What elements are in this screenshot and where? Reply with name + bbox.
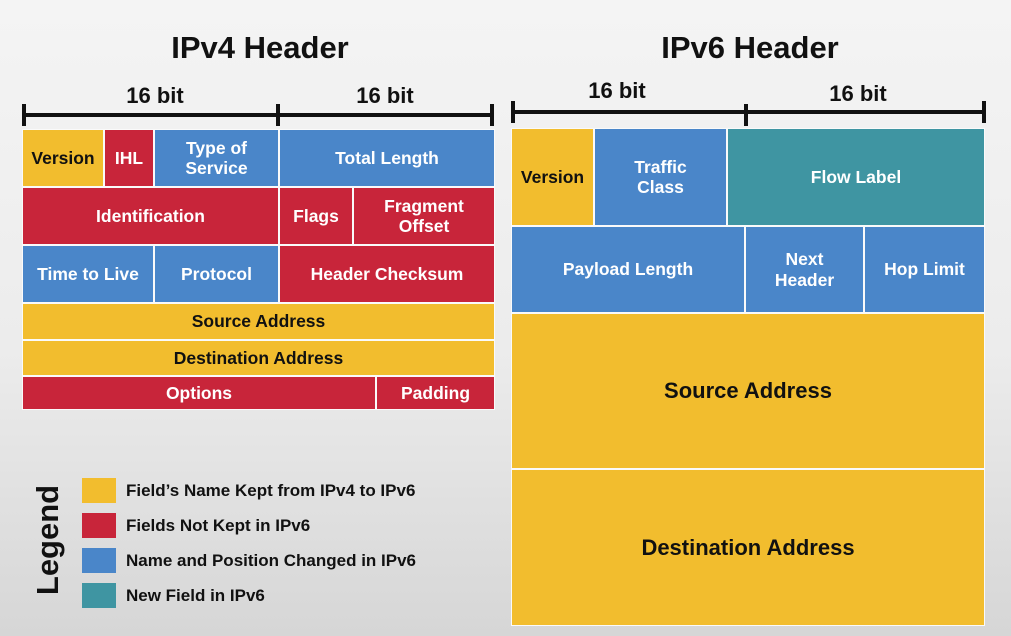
ipv6-field-destination-address: Destination Address xyxy=(511,469,985,626)
ipv6-title: IPv6 Header xyxy=(661,30,839,65)
ipv4-field-time-to-live: Time to Live xyxy=(22,245,154,303)
ipv6-field-flow-label: Flow Label xyxy=(727,128,985,226)
ipv4-field-options: Options xyxy=(22,376,376,410)
ipv4-field-total-length: Total Length xyxy=(279,129,495,187)
ipv6-ruler-tick-left xyxy=(511,101,515,123)
ipv6-field-hop-limit: Hop Limit xyxy=(864,226,985,313)
legend-swatch-new xyxy=(82,583,116,608)
legend-swatch-changed xyxy=(82,548,116,573)
ipv6-field-version: Version xyxy=(511,128,594,226)
ipv4-bit-label-2: 16 bit xyxy=(356,83,414,108)
ipv4-field-version: Version xyxy=(22,129,104,187)
ipv4-field-header-checksum: Header Checksum xyxy=(279,245,495,303)
legend-label-new: New Field in IPv6 xyxy=(126,586,265,605)
ipv4-field-ihl: IHL xyxy=(104,129,154,187)
legend-label-not-kept: Fields Not Kept in IPv6 xyxy=(126,516,311,535)
ipv6-bit-label-1: 16 bit xyxy=(588,78,646,103)
ipv4-ruler-tick-mid xyxy=(276,104,280,126)
ipv6-field-payload-length: Payload Length xyxy=(511,226,745,313)
legend-swatch-not-kept xyxy=(82,513,116,538)
legend-label-changed: Name and Position Changed in IPv6 xyxy=(126,551,416,570)
ipv4-field-protocol: Protocol xyxy=(154,245,279,303)
ipv4-ruler-tick-left xyxy=(22,104,26,126)
ipv4-field-identification: Identification xyxy=(22,187,279,245)
ipv6-field-source-address: Source Address xyxy=(511,313,985,469)
ipv4-title: IPv4 Header xyxy=(171,30,349,65)
ipv4-field-padding: Padding xyxy=(376,376,495,410)
legend-title: Legend xyxy=(30,484,65,596)
ipv4-ruler-line xyxy=(22,113,494,117)
legend-swatch-kept xyxy=(82,478,116,503)
ipv6-bit-label-2: 16 bit xyxy=(829,81,887,106)
ipv6-ruler-line xyxy=(511,110,986,114)
ipv6-ruler-tick-mid xyxy=(744,104,748,126)
ipv6-ruler-tick-right xyxy=(982,101,986,123)
ipv4-bit-label-1: 16 bit xyxy=(126,83,184,108)
ipv4-field-destination-address: Destination Address xyxy=(22,340,495,376)
ipv4-field-source-address: Source Address xyxy=(22,303,495,340)
legend-label-kept: Field’s Name Kept from IPv4 to IPv6 xyxy=(126,481,416,500)
ipv4-field-flags: Flags xyxy=(279,187,353,245)
ipv4-ruler-tick-right xyxy=(490,104,494,126)
